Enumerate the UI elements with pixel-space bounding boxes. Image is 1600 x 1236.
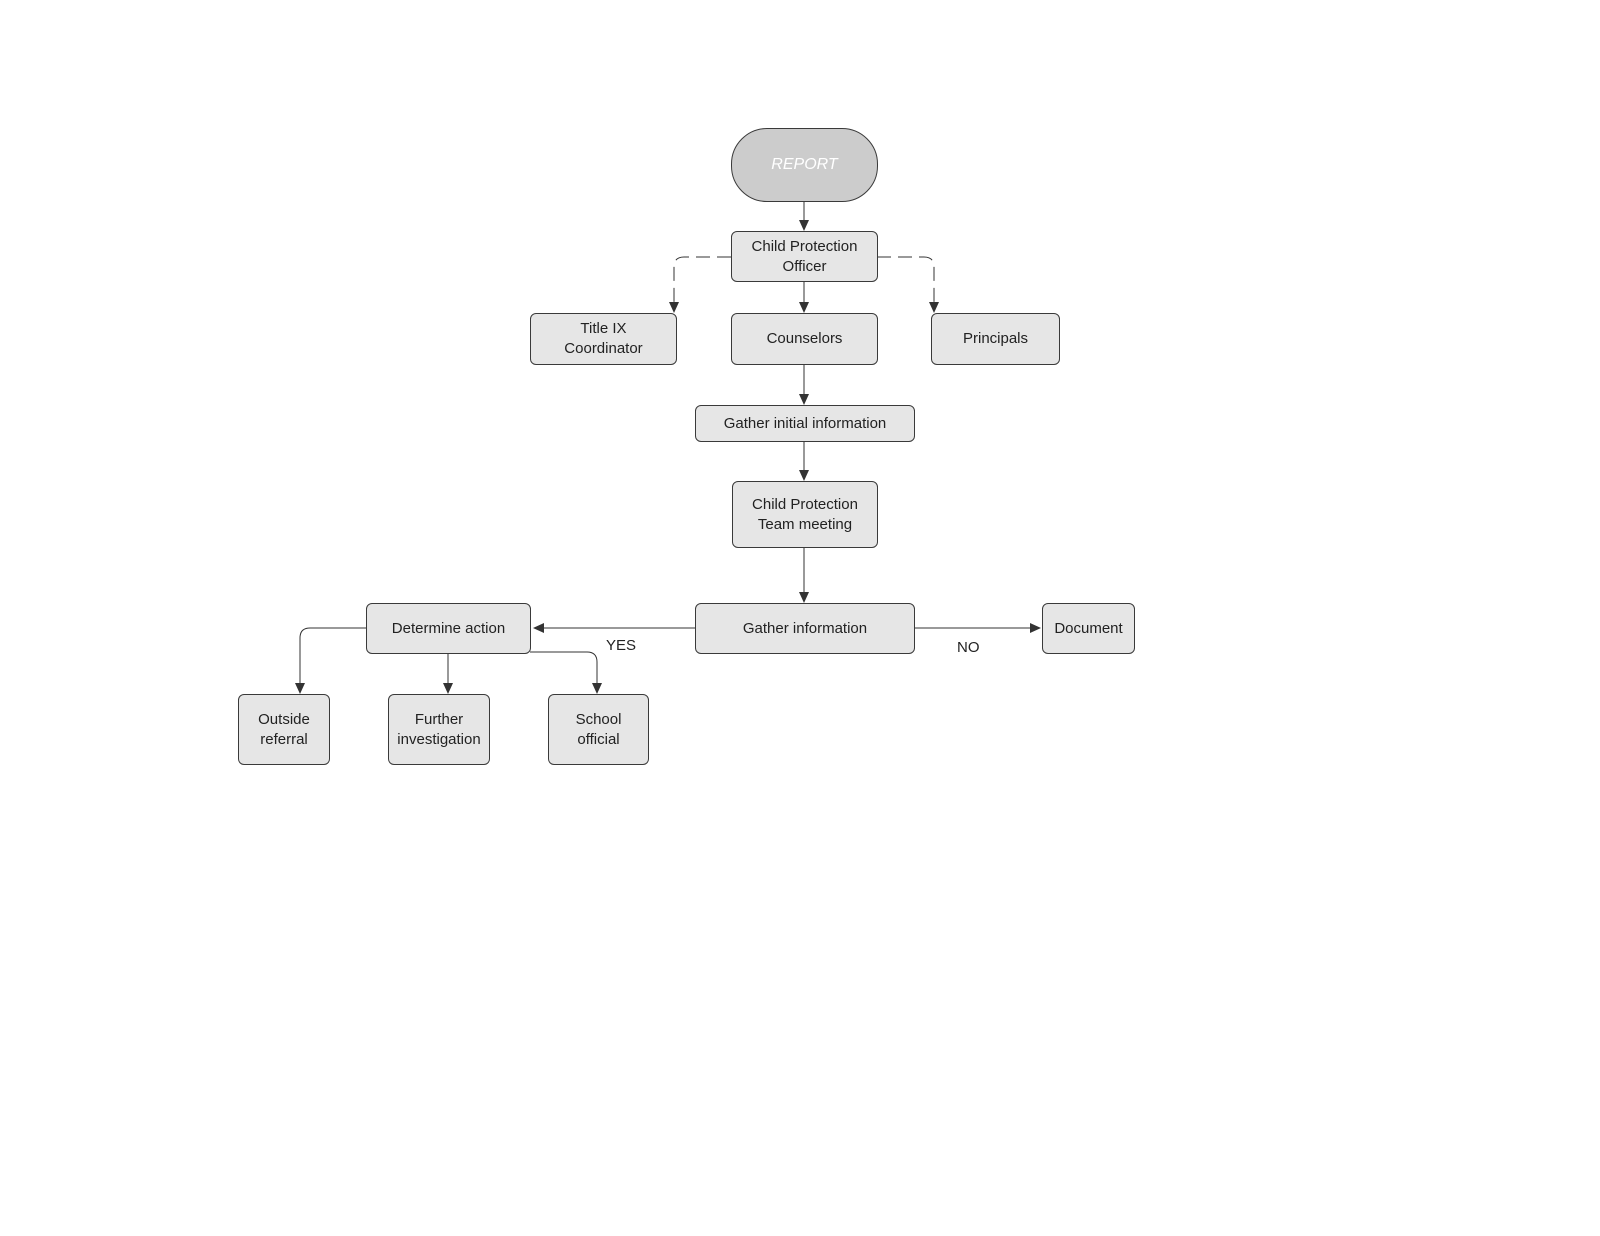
arrowhead [799, 470, 809, 481]
arrowhead [799, 394, 809, 405]
edge-cpo-to-principals [877, 256, 935, 304]
arrowhead [929, 302, 939, 313]
arrowhead [799, 302, 809, 313]
arrowhead [799, 220, 809, 231]
gather-initial-information-node: Gather initial information [695, 405, 915, 442]
arrowhead [1030, 623, 1041, 633]
child-protection-team-meeting-node: Child Protection Team meeting [732, 481, 878, 548]
counselors-node: Counselors [731, 313, 878, 365]
further-investigation-node: Further investigation [388, 694, 490, 765]
arrowhead [443, 683, 453, 694]
determine-action-node: Determine action [366, 603, 531, 654]
gather-information-node: Gather information [695, 603, 915, 654]
yes-label: YES [606, 637, 637, 654]
edge-determine-action-to-school-official [530, 651, 598, 685]
school-official-node: School official [548, 694, 649, 765]
edge-determine-action-to-outside-referral [299, 627, 366, 685]
outside-referral-node: Outside referral [238, 694, 330, 765]
arrowhead [799, 592, 809, 603]
arrowhead [533, 623, 544, 633]
no-label: NO [957, 639, 980, 656]
child-protection-officer-node: Child Protection Officer [731, 231, 878, 282]
arrowhead [295, 683, 305, 694]
report-node: REPORT [731, 128, 878, 202]
arrowhead [592, 683, 602, 694]
edge-cpo-to-title-ix [673, 256, 731, 304]
principals-node: Principals [931, 313, 1060, 365]
arrowhead [669, 302, 679, 313]
title-ix-coordinator-node: Title IX Coordinator [530, 313, 677, 365]
document-node: Document [1042, 603, 1135, 654]
